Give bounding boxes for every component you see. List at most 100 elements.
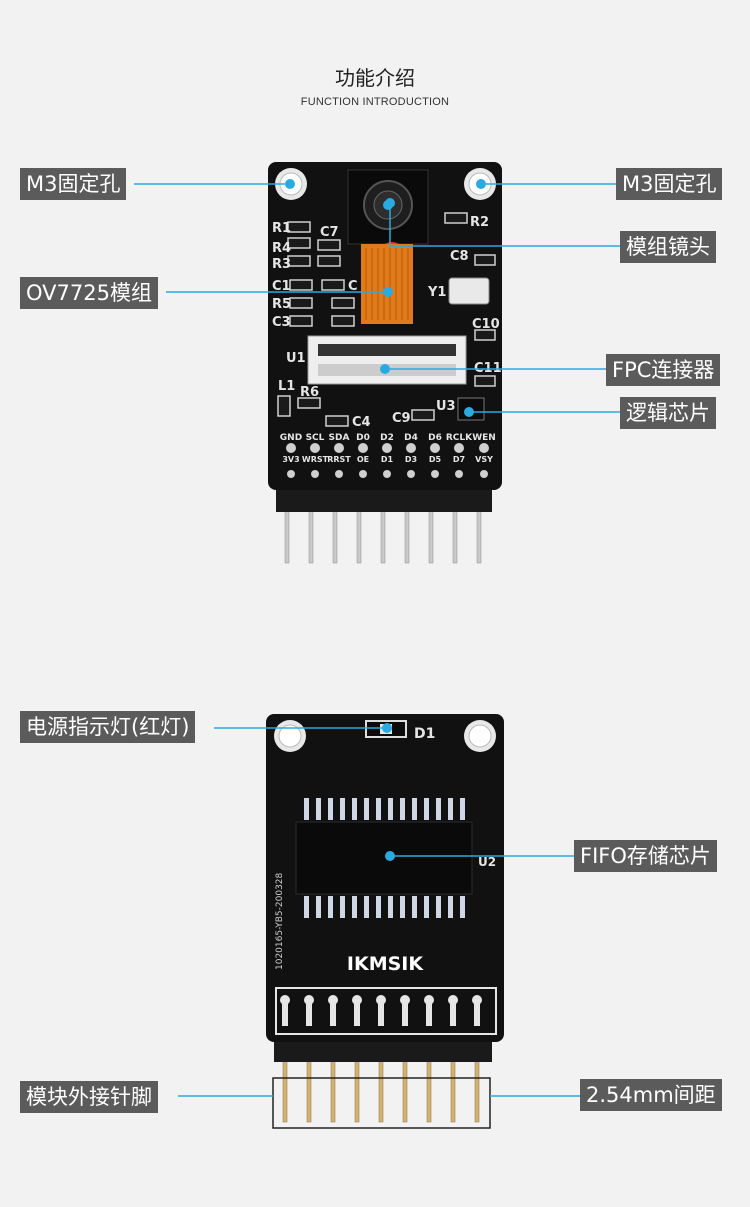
header-pad xyxy=(424,995,434,1005)
header-pad xyxy=(280,995,290,1005)
fifo-leg xyxy=(400,896,405,918)
header-trace xyxy=(306,1004,312,1026)
silk-c1: C1 xyxy=(272,279,291,294)
callout-mount-right: M3固定孔 xyxy=(616,168,723,200)
silk-u2: U2 xyxy=(478,855,496,869)
fifo-leg xyxy=(400,798,405,820)
header-pad xyxy=(472,995,482,1005)
pin-label-top: D6 xyxy=(428,433,442,443)
pin-label-top: WEN xyxy=(472,433,496,443)
header-trace xyxy=(426,1004,432,1026)
fifo-leg xyxy=(388,896,393,918)
fifo-leg xyxy=(460,896,465,918)
pin-pad xyxy=(407,470,415,478)
fifo-chip xyxy=(295,821,473,895)
fpc-ribbon xyxy=(361,244,413,324)
pin-label-bottom: D3 xyxy=(405,455,417,464)
front-header-plastic xyxy=(276,488,492,512)
pin-pad xyxy=(480,470,488,478)
logic-chip-u3 xyxy=(457,397,485,421)
pin-label-bottom: 3V3 xyxy=(282,455,299,464)
pin-pad xyxy=(406,443,416,453)
fifo-leg xyxy=(436,798,441,820)
pin-pad xyxy=(311,470,319,478)
fifo-leg xyxy=(460,798,465,820)
pin-label-bottom: OE xyxy=(357,455,369,464)
header-pad xyxy=(448,995,458,1005)
pin-pad xyxy=(431,470,439,478)
silk-u1: U1 xyxy=(286,351,306,366)
pin-pad xyxy=(335,470,343,478)
fifo-leg xyxy=(448,798,453,820)
fifo-leg xyxy=(364,896,369,918)
crystal-y1 xyxy=(448,277,490,305)
pin-pad xyxy=(383,470,391,478)
fifo-leg xyxy=(316,896,321,918)
pin-label-top: SDA xyxy=(329,433,350,443)
header-pad xyxy=(376,995,386,1005)
silk-c10: C10 xyxy=(472,317,500,332)
silk-c9: C9 xyxy=(392,411,411,426)
fpc-connector xyxy=(307,335,467,385)
page-title: 功能介绍 xyxy=(335,66,415,90)
pin-label-bottom: D1 xyxy=(381,455,394,464)
pin-pad xyxy=(358,443,368,453)
silk-r2: R2 xyxy=(470,215,489,230)
silk-r5: R5 xyxy=(272,297,291,312)
fifo-leg xyxy=(304,896,309,918)
header-pad xyxy=(352,995,362,1005)
silk-serial: 1020165-YB5-200328 xyxy=(275,872,285,970)
fifo-leg xyxy=(340,798,345,820)
pin-pad xyxy=(479,443,489,453)
pins-highlight-box xyxy=(272,1077,491,1129)
header-pad xyxy=(304,995,314,1005)
callout-mount-left: M3固定孔 xyxy=(20,168,127,200)
fifo-leg xyxy=(352,798,357,820)
callout-fpc: FPC连接器 xyxy=(606,354,721,386)
silk-r4: R4 xyxy=(272,241,291,256)
fifo-leg xyxy=(424,798,429,820)
fifo-leg xyxy=(316,798,321,820)
header-pad xyxy=(328,995,338,1005)
pin-pad xyxy=(334,443,344,453)
silk-u3: U3 xyxy=(436,399,456,414)
pin-pad xyxy=(287,470,295,478)
silk-c3: C3 xyxy=(272,315,291,330)
silk-c4: C4 xyxy=(352,415,371,430)
silk-y1: Y1 xyxy=(427,285,446,300)
pin-pad xyxy=(430,443,440,453)
pin-pad xyxy=(286,443,296,453)
fifo-leg xyxy=(424,896,429,918)
fifo-leg xyxy=(376,896,381,918)
pin-label-top: GND xyxy=(280,433,302,443)
fifo-leg xyxy=(352,896,357,918)
pin-label-top: SCL xyxy=(306,433,325,443)
brand-logo: IKMSIK xyxy=(347,953,424,975)
silk-l1: L1 xyxy=(278,379,295,394)
header-trace xyxy=(378,1004,384,1026)
front-header-pins xyxy=(284,507,482,564)
fifo-leg xyxy=(328,896,333,918)
header-silk-box xyxy=(275,987,497,1035)
silk-c7: C7 xyxy=(320,225,339,240)
fifo-leg xyxy=(412,896,417,918)
silk-r3: R3 xyxy=(272,257,291,272)
fifo-leg xyxy=(448,896,453,918)
pin-label-top: D2 xyxy=(380,433,394,443)
callout-module: OV7725模组 xyxy=(20,277,158,309)
silk-d1: D1 xyxy=(414,726,435,742)
header-pad xyxy=(400,995,410,1005)
pin-label-bottom: D7 xyxy=(453,455,465,464)
pin-label-bottom: D5 xyxy=(429,455,442,464)
callout-lens: 模组镜头 xyxy=(620,231,716,263)
header-trace xyxy=(474,1004,480,1026)
fifo-leg xyxy=(436,896,441,918)
callout-fifo: FIFO存储芯片 xyxy=(574,840,717,872)
fifo-leg xyxy=(340,896,345,918)
silk-r1: R1 xyxy=(272,221,291,236)
page-subtitle: FUNCTION INTRODUCTION xyxy=(300,96,450,108)
fifo-leg xyxy=(412,798,417,820)
header-trace xyxy=(354,1004,360,1026)
pin-pad xyxy=(310,443,320,453)
pin-pad xyxy=(359,470,367,478)
